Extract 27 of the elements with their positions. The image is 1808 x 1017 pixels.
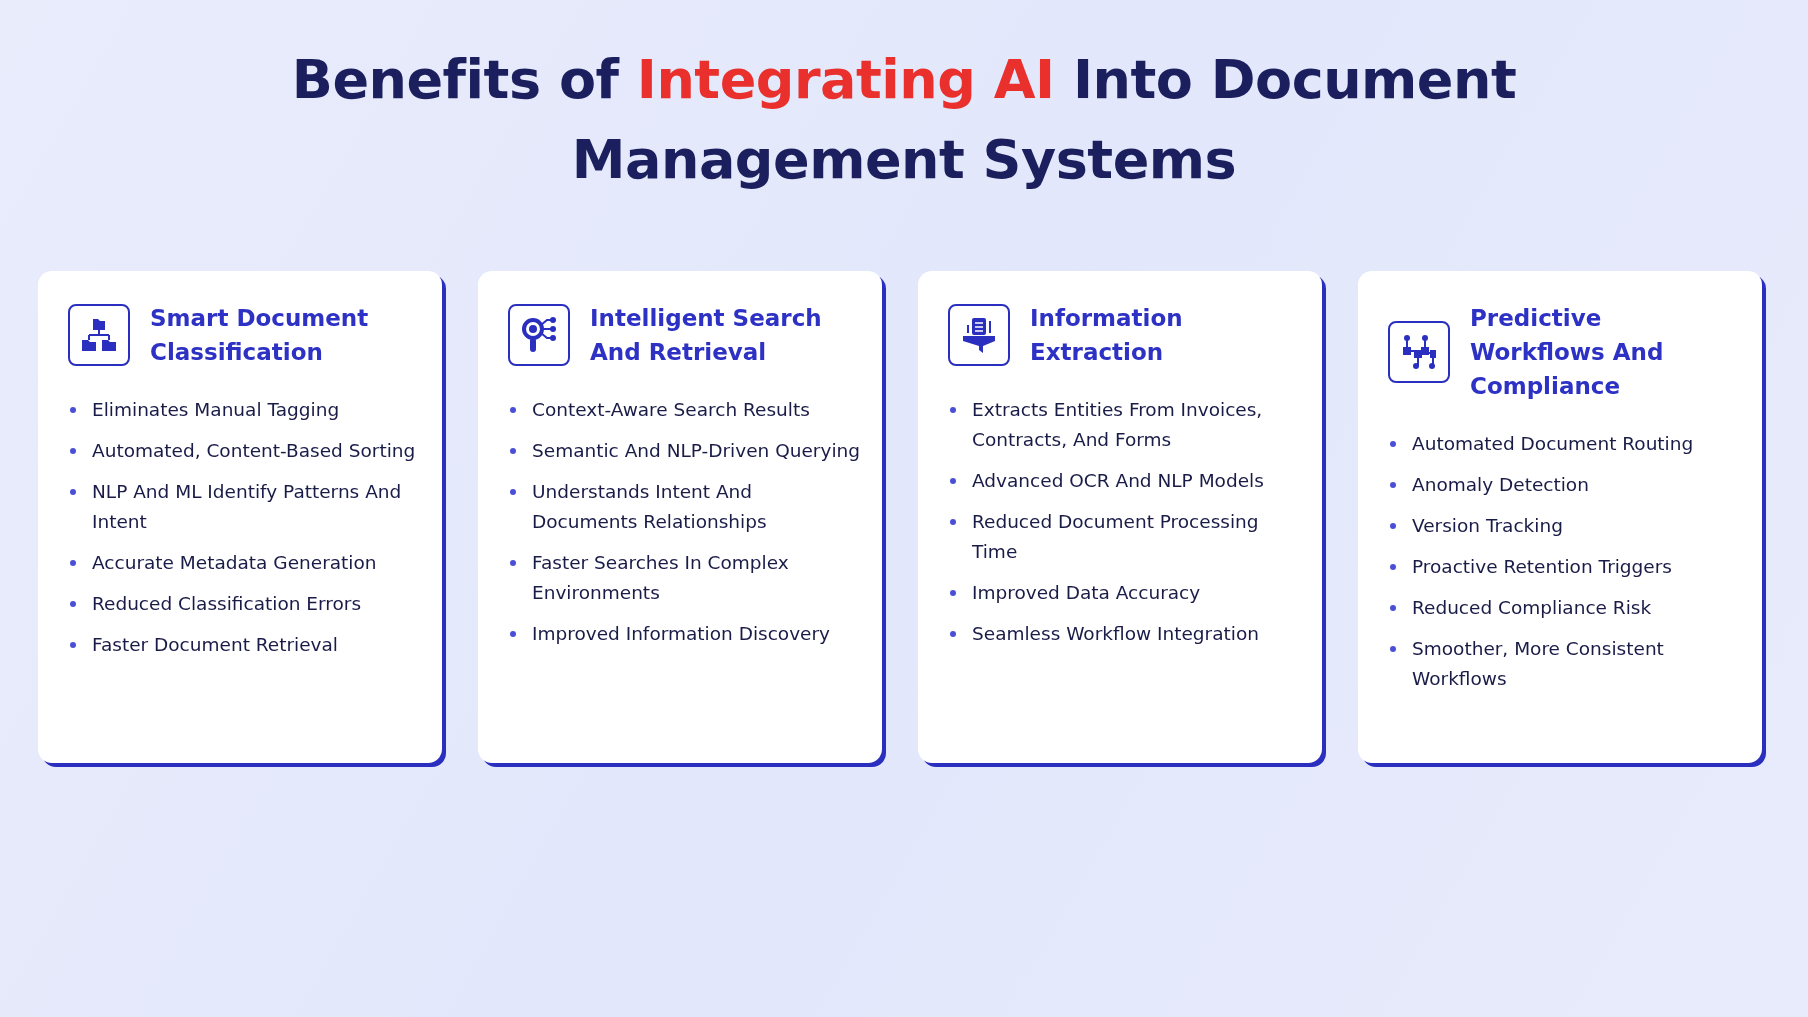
- bullet-item: NLP And ML Identify Patterns And Intent: [68, 477, 420, 537]
- bullet-item: Advanced OCR And NLP Models: [948, 466, 1300, 496]
- bullet-item: Version Tracking: [1388, 511, 1740, 541]
- bullet-item: Automated, Content-Based Sorting: [68, 436, 420, 466]
- bullet-item: Accurate Metadata Generation: [68, 548, 420, 578]
- card-heading: Smart Document Classification: [150, 304, 370, 367]
- bullet-item: Reduced Compliance Risk: [1388, 593, 1740, 623]
- card-heading: Predictive Workflows And Compliance: [1470, 304, 1665, 401]
- bullet-item: Faster Searches In Complex Environments: [508, 548, 860, 608]
- title: Benefits of Integrating AI Into Document Management Systems: [290, 47, 1518, 193]
- bullet-item: Semantic And NLP-Driven Querying: [508, 436, 860, 466]
- bullet-item: Faster Document Retrieval: [68, 630, 420, 660]
- bullet-item: Reduced Document Processing Time: [948, 507, 1300, 567]
- bullet-item: Context-Aware Search Results: [508, 395, 860, 425]
- bullet-item: Proactive Retention Triggers: [1388, 552, 1740, 582]
- bullet-item: Extracts Entities From Invoices, Contracts, And Forms: [948, 395, 1300, 455]
- bullet-item: Smoother, More Consistent Workflows: [1388, 634, 1740, 694]
- bullet-item: Seamless Workflow Integration: [948, 619, 1300, 649]
- bullet-item: Improved Data Accuracy: [948, 578, 1300, 608]
- bullet-item: Anomaly Detection: [1388, 470, 1740, 500]
- card-heading: Intelligent Search And Retrieval: [590, 304, 823, 367]
- bullet-item: Automated Document Routing: [1388, 429, 1740, 459]
- bullet-item: Eliminates Manual Tagging: [68, 395, 420, 425]
- card-heading: Information Extraction: [1030, 304, 1184, 367]
- bullet-item: Reduced Classification Errors: [68, 589, 420, 619]
- bullet-item: Improved Information Discovery: [508, 619, 860, 649]
- bullet-item: Understands Intent And Documents Relationships: [508, 477, 860, 537]
